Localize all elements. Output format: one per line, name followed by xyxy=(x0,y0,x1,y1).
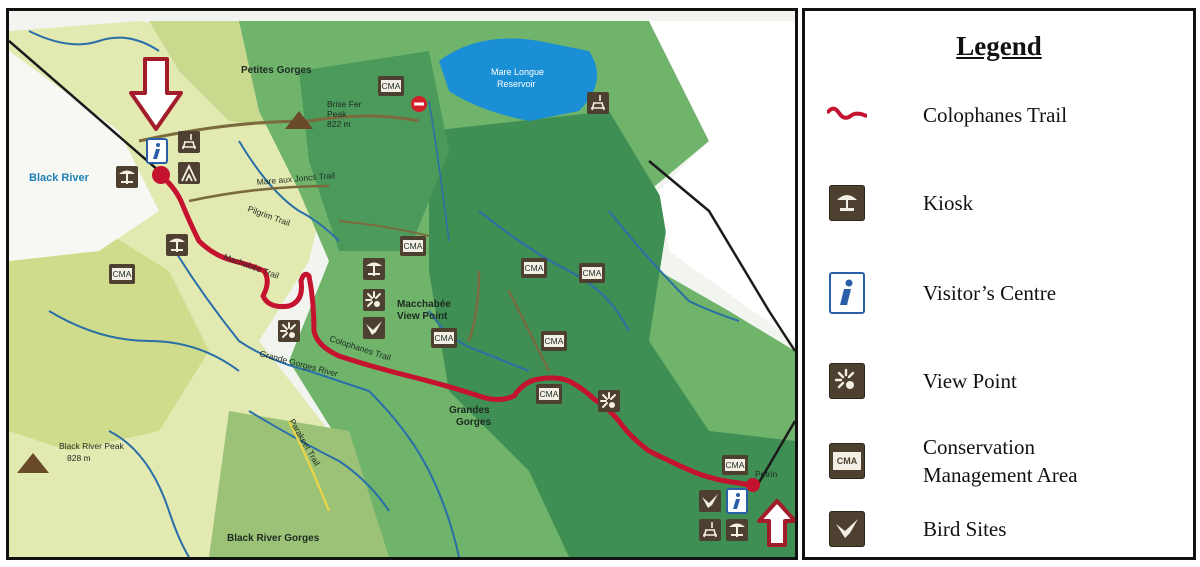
cma-label: CMA xyxy=(726,460,745,470)
legend-label-view-point: View Point xyxy=(923,369,1017,393)
legend-item-view-point: View Point xyxy=(823,351,1193,411)
black-river-peak-icon xyxy=(17,453,49,473)
label-brise-fer: Brise Fer xyxy=(327,99,362,109)
cma-icon-text: CMA xyxy=(836,456,858,466)
legend-item-cma: CMA Conservation Management Area xyxy=(823,431,1193,491)
view-point-icon-west xyxy=(277,319,301,343)
bird-icon-petrin xyxy=(699,490,721,512)
rivers xyxy=(28,30,740,557)
picnic-icon-reservoir xyxy=(586,91,610,115)
legend-label-trail: Colophanes Trail xyxy=(923,103,1068,127)
legend-label-cma-2: Management Area xyxy=(923,463,1078,487)
road-se xyxy=(752,420,795,492)
cma-label: CMA xyxy=(404,241,423,251)
cma-label: CMA xyxy=(545,336,564,346)
label-brise-fer-2: Peak xyxy=(327,109,347,119)
picnic-icon-petrin xyxy=(698,518,722,542)
label-black-river-gorges: Black River Gorges xyxy=(227,533,320,544)
legend-panel: Legend Colophanes Trail Kiosk xyxy=(802,8,1196,560)
kiosk-icon-petrin xyxy=(726,519,748,541)
end-arrow-icon xyxy=(757,499,795,547)
legend-title: Legend xyxy=(956,31,1042,61)
label-black-river-peak-elev: 828 m xyxy=(67,453,91,463)
kiosk-icon xyxy=(829,185,865,221)
mare-longue-reservoir xyxy=(439,38,597,121)
bird-icon-macchabee xyxy=(363,317,385,339)
forest-dark-center xyxy=(299,51,449,251)
label-mare-longue-2: Reservoir xyxy=(497,79,536,89)
legend-label-bird-sites: Bird Sites xyxy=(923,517,1007,541)
colophanes-trail-path xyxy=(156,171,757,489)
view-point-icon-east xyxy=(597,389,621,413)
label-brise-fer-elev: 822 m xyxy=(327,119,351,129)
label-macchabee: Macchabée xyxy=(397,299,451,310)
legend-item-visitor-centre: Visitor’s Centre xyxy=(823,263,1193,323)
outside-east xyxy=(649,21,795,341)
visitor-centre-icon-petrin xyxy=(726,488,748,514)
label-mare-longue: Mare Longue xyxy=(491,67,544,77)
map-panel: CMA CMA CMA CMA CMA CMA CMA CMA CMA Peti… xyxy=(6,8,798,560)
picnic-icon-north xyxy=(177,130,201,154)
cma-label: CMA xyxy=(435,333,454,343)
cma-label: CMA xyxy=(583,268,602,278)
kiosk-icon-macchabee xyxy=(363,258,385,280)
trail-start-marker xyxy=(152,166,170,184)
cma-label: CMA xyxy=(540,389,559,399)
visitor-centre-icon xyxy=(829,272,865,314)
legend-label-kiosk: Kiosk xyxy=(923,191,974,215)
label-macchabee-2: View Point xyxy=(397,311,448,322)
legend-label-cma: Conservation xyxy=(923,435,1035,459)
cma-label: CMA xyxy=(113,269,132,279)
trail-line-icon xyxy=(827,95,867,135)
label-black-river-peak: Black River Peak xyxy=(59,441,124,451)
label-petrin: Petrin xyxy=(755,469,777,479)
label-petites-gorges: Petites Gorges xyxy=(241,65,312,76)
forest-south xyxy=(209,411,389,557)
label-grandes: Grandes xyxy=(449,405,490,416)
visitor-centre-icon-north xyxy=(146,138,168,164)
bird-icon xyxy=(829,511,865,547)
trail-end-marker xyxy=(746,478,760,492)
forest-dark-east xyxy=(429,111,795,557)
kiosk-icon-black-river xyxy=(116,166,138,188)
brise-fer-peak-icon xyxy=(285,111,313,129)
legend-label-visitor-centre: Visitor’s Centre xyxy=(923,281,1057,305)
map-canvas: CMA CMA CMA CMA CMA CMA CMA CMA CMA Peti… xyxy=(9,11,795,557)
road-west xyxy=(9,40,160,172)
cma-icon: CMA xyxy=(829,443,865,479)
outside-west xyxy=(9,51,159,261)
legend-item-kiosk: Kiosk xyxy=(823,173,1193,233)
view-point-icon-macchabee xyxy=(362,288,386,312)
label-gorges: Gorges xyxy=(456,417,491,428)
cma-label: CMA xyxy=(525,263,544,273)
cma-label: CMA xyxy=(382,81,401,91)
start-arrow-icon xyxy=(129,57,183,131)
view-point-icon xyxy=(829,363,865,399)
camp-icon-north xyxy=(177,161,201,185)
legend-item-trail: Colophanes Trail xyxy=(823,85,1193,145)
label-black-river: Black River xyxy=(29,172,90,184)
road-east xyxy=(648,160,795,352)
kiosk-icon-west xyxy=(166,234,188,256)
legend-item-bird-sites: Bird Sites xyxy=(823,499,1193,559)
